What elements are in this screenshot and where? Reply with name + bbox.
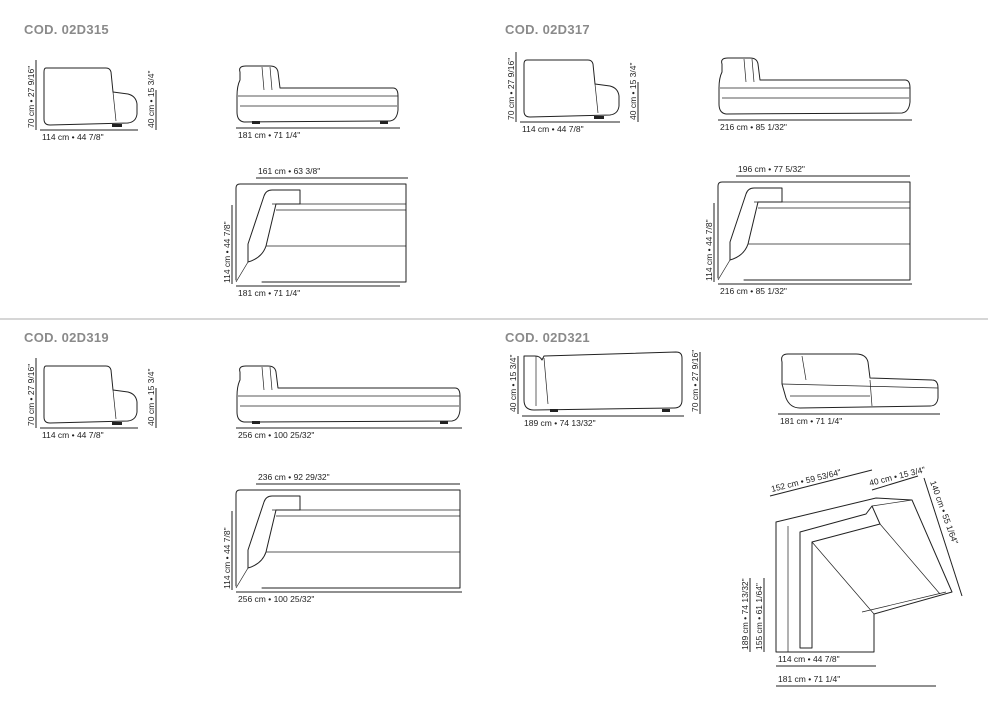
dim-width: 181 cm • 71 1/4" bbox=[238, 130, 300, 140]
section-02D315: COD. 02D315 114 cm • 44 7/8" 70 cm • 27 … bbox=[24, 22, 408, 298]
dim-height: 70 cm • 27 9/16" bbox=[26, 66, 36, 128]
section-code: COD. 02D319 bbox=[24, 330, 109, 345]
front-view: 256 cm • 100 25/32" bbox=[236, 365, 462, 440]
section-02D319: COD. 02D319 114 cm • 44 7/8" 70 cm • 27 … bbox=[24, 330, 462, 604]
dim-inner-width: 236 cm • 92 29/32" bbox=[258, 472, 330, 482]
dim-seat: 40 cm • 15 3/4" bbox=[146, 369, 156, 427]
front-view: 181 cm • 71 1/4" bbox=[236, 65, 400, 140]
dim-depth: 114 cm • 44 7/8" bbox=[42, 430, 104, 440]
plan-view: 152 cm • 59 53/64" 40 cm • 15 3/4" 140 c… bbox=[740, 464, 963, 687]
section-code: COD. 02D315 bbox=[24, 22, 109, 37]
dim-plan-width: 216 cm • 85 1/32" bbox=[720, 286, 787, 296]
dim-plan-bottom-inner: 114 cm • 44 7/8" bbox=[778, 654, 840, 664]
dim-plan-width: 181 cm • 71 1/4" bbox=[238, 288, 300, 298]
dim-plan-width: 256 cm • 100 25/32" bbox=[238, 594, 314, 604]
dim-depth: 114 cm • 44 7/8" bbox=[522, 124, 584, 134]
side-view: 114 cm • 44 7/8" 70 cm • 27 9/16" 40 cm … bbox=[26, 358, 157, 440]
dim-height: 70 cm • 27 9/16" bbox=[690, 350, 700, 412]
dim-height: 70 cm • 27 9/16" bbox=[506, 58, 516, 120]
section-02D317: COD. 02D317 114 cm • 44 7/8" 70 cm • 27 … bbox=[505, 22, 912, 296]
side-view: 114 cm • 44 7/8" 70 cm • 27 9/16" 40 cm … bbox=[26, 60, 157, 142]
dim-seat: 40 cm • 15 3/4" bbox=[628, 63, 638, 121]
dim-plan-depth: 114 cm • 44 7/8" bbox=[222, 221, 232, 283]
dim-plan-bottom-outer: 181 cm • 71 1/4" bbox=[778, 674, 840, 684]
dim-inner-width: 161 cm • 63 3/8" bbox=[258, 166, 320, 176]
section-02D321: COD. 02D321 40 cm • 15 3/4" 70 cm • 27 9… bbox=[505, 330, 963, 687]
dim-seat: 40 cm • 15 3/4" bbox=[146, 71, 156, 129]
plan-view: 236 cm • 92 29/32" 114 cm • 44 7/8" 256 … bbox=[222, 472, 462, 604]
side-view: 114 cm • 44 7/8" 70 cm • 27 9/16" 40 cm … bbox=[506, 52, 639, 134]
dim-width: 189 cm • 74 13/32" bbox=[524, 418, 596, 428]
sofa-foot bbox=[112, 124, 122, 127]
dim-width: 256 cm • 100 25/32" bbox=[238, 430, 314, 440]
dim-plan-depth: 114 cm • 44 7/8" bbox=[222, 527, 232, 589]
dim-plan-left-inner: 155 cm • 61 1/64" bbox=[754, 583, 764, 650]
dim-width: 181 cm • 71 1/4" bbox=[780, 416, 842, 426]
dim-seat: 40 cm • 15 3/4" bbox=[508, 355, 518, 413]
section-code: COD. 02D321 bbox=[505, 330, 590, 345]
dim-plan-left-outer: 189 cm • 74 13/32" bbox=[740, 578, 750, 650]
dim-width: 216 cm • 85 1/32" bbox=[720, 122, 787, 132]
plan-view: 196 cm • 77 5/32" 114 cm • 44 7/8" 216 c… bbox=[704, 164, 912, 296]
dim-plan-depth: 114 cm • 44 7/8" bbox=[704, 219, 714, 281]
side-view: 40 cm • 15 3/4" 70 cm • 27 9/16" 189 cm … bbox=[508, 350, 701, 428]
dim-inner-width: 196 cm • 77 5/32" bbox=[738, 164, 805, 174]
dim-plan-top-right: 40 cm • 15 3/4" bbox=[868, 464, 926, 488]
dim-depth: 114 cm • 44 7/8" bbox=[42, 132, 104, 142]
front-view: 181 cm • 71 1/4" bbox=[778, 353, 940, 426]
plan-view: 161 cm • 63 3/8" 114 cm • 44 7/8" 181 cm… bbox=[222, 166, 408, 298]
front-view: 216 cm • 85 1/32" bbox=[718, 57, 912, 132]
dim-plan-right: 140 cm • 55 1/64" bbox=[928, 479, 960, 545]
section-code: COD. 02D317 bbox=[505, 22, 590, 37]
dim-height: 70 cm • 27 9/16" bbox=[26, 364, 36, 426]
